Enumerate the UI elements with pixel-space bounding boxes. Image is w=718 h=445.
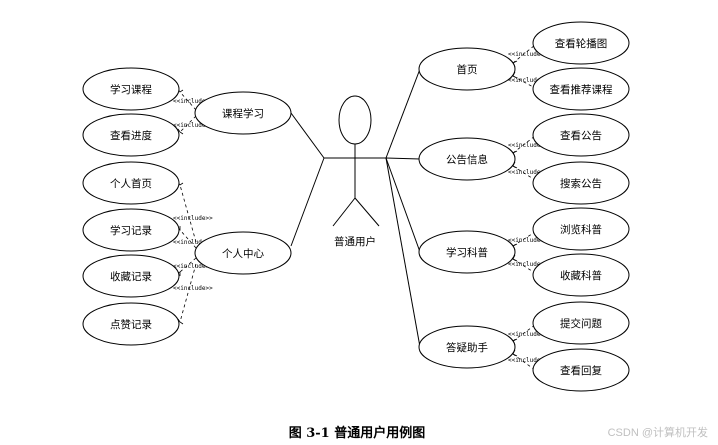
assoc-line: [290, 157, 325, 247]
usecase-personal-center: 个人中心: [194, 231, 292, 275]
include-label: <<include>>: [173, 239, 213, 246]
actor-head: [338, 95, 372, 145]
svg-text:搜索公告: 搜索公告: [560, 177, 602, 190]
usecase-view-progress: 查看进度: [82, 113, 180, 157]
usecase-likes: 点赞记录: [82, 302, 180, 346]
include-label: <<include>>: [173, 215, 213, 222]
usecase-personal-home: 个人首页: [82, 161, 180, 205]
include-label: <<include>>: [173, 285, 213, 292]
svg-text:学习科普: 学习科普: [446, 246, 488, 259]
watermark: CSDN @计算机开发: [608, 425, 708, 439]
usecase-view-carousel: 查看轮播图: [532, 21, 630, 65]
include-label: <<include>>: [173, 98, 213, 105]
actor-label: 普通用户: [334, 235, 376, 248]
figure-caption: 图 3-1 普通用户用例图: [289, 425, 426, 441]
include-relations-right: [512, 44, 536, 371]
svg-text:收藏记录: 收藏记录: [110, 270, 152, 283]
usecase-fav-science: 收藏科普: [532, 253, 630, 297]
usecase-announcement: 公告信息: [418, 137, 516, 181]
assoc-line: [290, 112, 325, 159]
svg-text:查看推荐课程: 查看推荐课程: [550, 83, 613, 96]
usecase-search-notice: 搜索公告: [532, 161, 630, 205]
svg-text:收藏科普: 收藏科普: [560, 269, 602, 282]
usecase-view-reply: 查看回复: [532, 348, 630, 392]
svg-text:个人中心: 个人中心: [222, 247, 264, 260]
usecase-view-recommend: 查看推荐课程: [532, 67, 630, 111]
svg-text:查看进度: 查看进度: [110, 129, 152, 142]
svg-text:学习课程: 学习课程: [110, 83, 152, 96]
include-label: <<include>>: [508, 237, 548, 244]
usecase-study-records: 学习记录: [82, 208, 180, 252]
include-label: <<include>>: [508, 51, 548, 58]
svg-text:查看回复: 查看回复: [560, 364, 602, 377]
include-label: <<include>>: [508, 142, 548, 149]
include-label: <<include>>: [508, 169, 548, 176]
actor-left-leg: [332, 197, 356, 227]
usecase-view-notice: 查看公告: [532, 113, 630, 157]
usecase-science: 学习科普: [418, 230, 516, 274]
svg-text:公告信息: 公告信息: [446, 153, 488, 166]
include-label: <<include>>: [508, 357, 548, 364]
svg-text:答疑助手: 答疑助手: [446, 341, 488, 354]
actor-right-leg: [354, 197, 380, 227]
svg-text:提交问题: 提交问题: [560, 317, 602, 330]
svg-text:查看轮播图: 查看轮播图: [555, 37, 608, 50]
actor-figure: [324, 95, 386, 227]
svg-text:课程学习: 课程学习: [222, 107, 264, 120]
include-label: <<include>>: [173, 263, 213, 270]
usecase-favorites: 收藏记录: [82, 254, 180, 298]
svg-text:浏览科普: 浏览科普: [560, 223, 602, 236]
assoc-line: [385, 157, 421, 253]
svg-text:查看公告: 查看公告: [560, 129, 602, 142]
svg-text:学习记录: 学习记录: [110, 224, 152, 237]
svg-text:个人首页: 个人首页: [110, 177, 152, 190]
include-label: <<include>>: [508, 331, 548, 338]
usecase-browse-science: 浏览科普: [532, 207, 630, 251]
assoc-line: [385, 157, 421, 348]
include-label: <<include>>: [508, 261, 548, 268]
usecase-qa-helper: 答疑助手: [418, 325, 516, 369]
usecase-submit-question: 提交问题: [532, 301, 630, 345]
svg-text:首页: 首页: [457, 63, 478, 76]
include-relations-left: [176, 88, 197, 325]
include-label: <<include>>: [173, 122, 213, 129]
assoc-line: [385, 157, 421, 160]
include-label: <<include>>: [508, 77, 548, 84]
usecase-course-study: 课程学习: [194, 91, 292, 135]
svg-text:点赞记录: 点赞记录: [110, 318, 152, 331]
assoc-line: [385, 68, 421, 159]
usecase-home: 首页: [418, 47, 516, 91]
usecase-study-course: 学习课程: [82, 67, 180, 111]
